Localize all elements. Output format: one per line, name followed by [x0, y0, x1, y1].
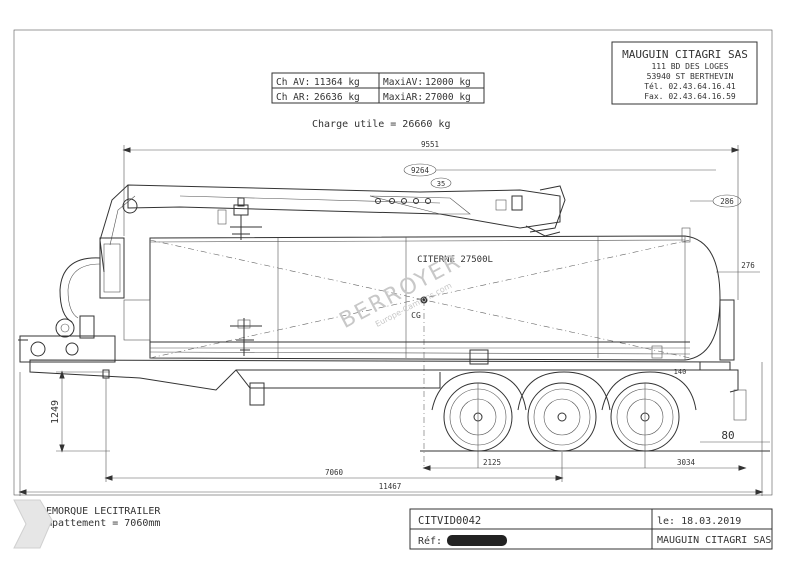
chassis: [29, 299, 747, 421]
company-address: 111 BD DES LOGES: [651, 62, 728, 71]
company-box: MAUGUIN CITAGRI SAS 111 BD DES LOGES 539…: [611, 41, 758, 105]
dim-80-group: 80: [700, 429, 770, 443]
dim-286: 286: [690, 194, 742, 208]
company-tel: Tél. 02.43.64.16.41: [644, 81, 736, 91]
svg-text:286: 286: [720, 197, 734, 206]
dim-axle-spacing: 2125 3034: [422, 458, 747, 471]
maxi-ar-label: MaxiAR:: [383, 92, 423, 103]
dim-2125: 2125: [483, 458, 501, 467]
svg-text:276: 276: [741, 261, 755, 270]
company-city: 53940 ST BERTHEVIN: [647, 72, 734, 81]
company-fax: Fax. 02.43.64.16.59: [644, 92, 736, 101]
dim-9551: 9551: [421, 140, 439, 149]
dim-wheelbase: 7060: [104, 378, 564, 482]
dim-overall-top: 9551: [122, 140, 740, 300]
watermark: BERROYER Europe-Camions.com: [336, 249, 466, 334]
dim-7060: 7060: [325, 468, 344, 477]
dim-9264: 9264 35: [403, 163, 716, 189]
charge-utile: Charge utile = 26660 kg: [312, 119, 450, 130]
tank-fittings: [230, 227, 691, 365]
footer-ref-label: Réf:: [418, 535, 442, 547]
redacted-reference: [447, 535, 507, 546]
dim-140: 140: [674, 368, 687, 376]
footer-company: MAUGUIN CITAGRI SAS: [657, 535, 771, 546]
ch-av-label: Ch AV:: [276, 77, 310, 88]
title-block: REMORQUE LECITRAILER Empattement = 7060m…: [40, 506, 773, 550]
maxi-av-label: MaxiAV:: [383, 77, 423, 88]
corner-logo: [13, 499, 53, 549]
dim-11467: 11467: [379, 482, 402, 491]
maxi-ar-value: 27000 kg: [425, 92, 471, 103]
crane-arm: [99, 184, 566, 273]
svg-text:9264: 9264: [411, 166, 430, 175]
tank-label: CITERNE 27500L: [417, 255, 493, 265]
maxi-av-value: 12000 kg: [425, 77, 471, 88]
front-pump-assembly: [18, 237, 151, 363]
footer-model: REMORQUE LECITRAILER: [40, 506, 161, 517]
dim-35: 35: [437, 180, 445, 188]
wheel-axles: [431, 371, 697, 468]
footer-empattement: Empattement = 7060mm: [40, 518, 160, 529]
sheet-border: [13, 29, 773, 496]
dim-height: 1249: [50, 370, 110, 453]
dim-1249: 1249: [50, 400, 61, 424]
wheel-2: [527, 382, 597, 452]
dim-80: 80: [721, 429, 734, 442]
dim-3034: 3034: [677, 458, 696, 467]
ch-ar-label: Ch AR:: [276, 92, 310, 103]
dim-overall-length: 11467: [18, 362, 764, 496]
cg-label: CG: [411, 311, 421, 320]
ch-av-value: 11364 kg: [314, 77, 360, 88]
footer-date: le: 18.03.2019: [657, 516, 741, 527]
ch-ar-value: 26636 kg: [314, 92, 360, 103]
axle-load-table: Ch AV: 11364 kg MaxiAV: 12000 kg Ch AR: …: [271, 72, 485, 104]
tank-body: CITERNE 27500L CG: [149, 235, 721, 468]
footer-ref-code: CITVID0042: [418, 515, 481, 527]
company-name: MAUGUIN CITAGRI SAS: [622, 48, 748, 61]
dim-276: 276: [716, 261, 760, 273]
